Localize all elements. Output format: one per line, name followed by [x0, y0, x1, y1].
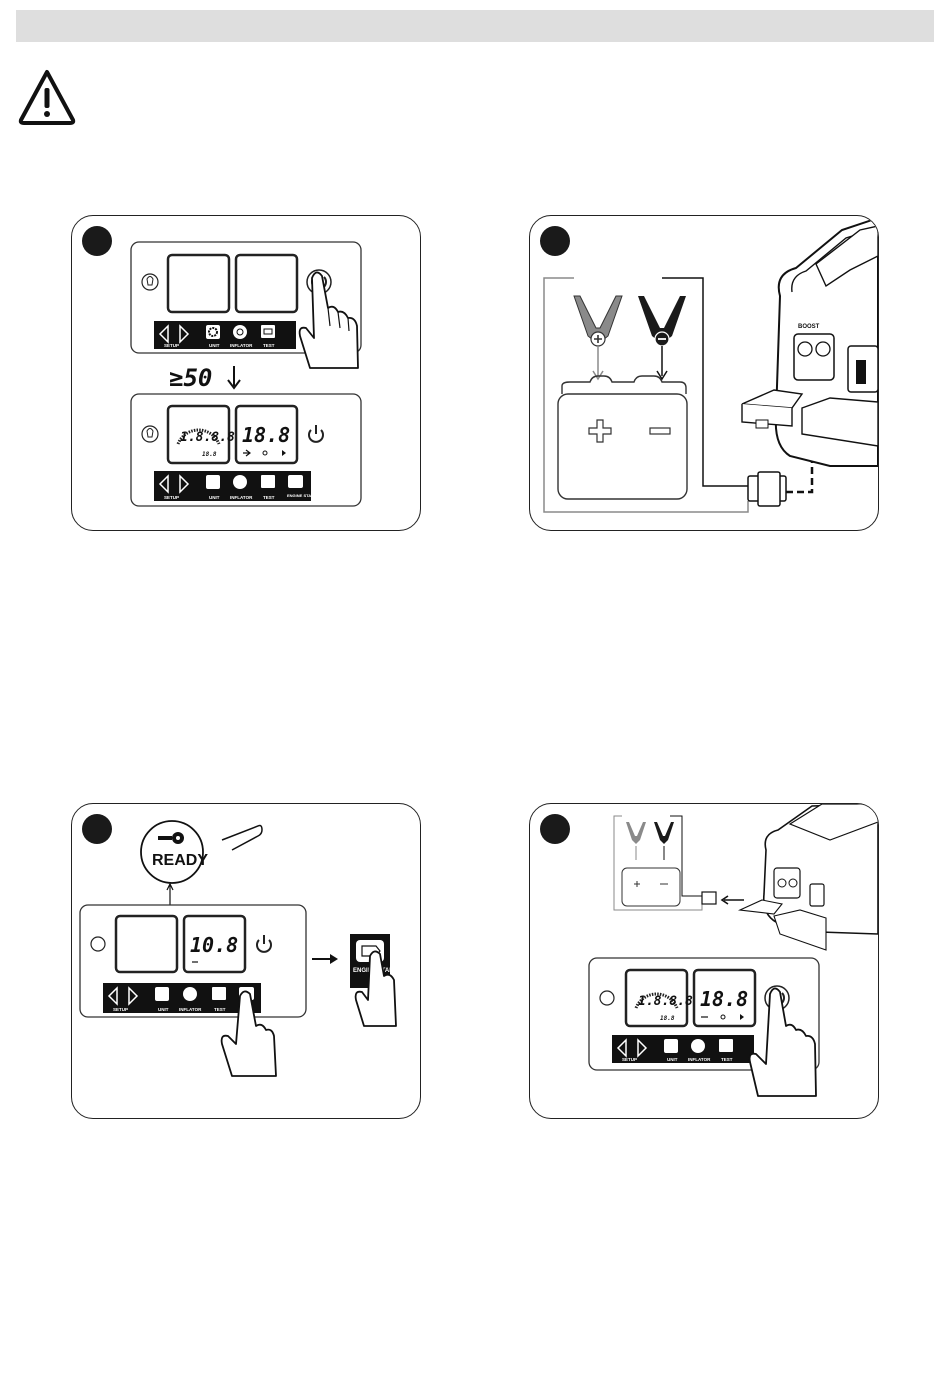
- setup-label: SETUP: [164, 495, 179, 500]
- test-label: TEST: [263, 343, 275, 348]
- right-arrow-icon: [312, 954, 338, 964]
- step-2-panel: BOOST: [529, 215, 879, 531]
- inflator-label: INFLATOR: [230, 495, 253, 500]
- gear-icon: [664, 1039, 678, 1053]
- clamp-negative-icon: [638, 296, 686, 379]
- gear-icon: [206, 325, 220, 339]
- setup-label: SETUP: [622, 1057, 637, 1062]
- battery-test-icon: [261, 475, 275, 488]
- setup-label: SETUP: [113, 1007, 128, 1012]
- voltage-display: 10.8: [190, 933, 238, 957]
- big-voltage: 18.8: [700, 987, 748, 1011]
- clamp-negative-icon: [654, 822, 674, 860]
- unit-label: UNIT: [209, 343, 220, 348]
- clamp-positive-icon: [626, 822, 646, 860]
- ring-voltage: 1.8.8.8: [180, 430, 235, 445]
- ec5-connector: [702, 892, 716, 904]
- big-voltage: 18.8: [242, 423, 290, 447]
- inflator-icon: [183, 987, 197, 1001]
- ready-label: READY: [152, 852, 208, 869]
- battery-icon: [622, 868, 680, 906]
- threshold-text: ≥50: [169, 364, 212, 392]
- unit-label: UNIT: [158, 1007, 169, 1012]
- gear-icon: [155, 987, 169, 1001]
- battery-icon: [558, 376, 687, 499]
- boost-port-label: BOOST: [798, 324, 820, 330]
- step-4-panel: 1.8.8.8 18.8 18.8 SETUP UNIT INFLATOR TE…: [529, 803, 879, 1119]
- jump-starter-device: [740, 804, 878, 950]
- jump-starter-device: BOOST: [742, 218, 878, 466]
- left-arrow-icon: [722, 896, 744, 904]
- battery-test-icon: [719, 1039, 733, 1052]
- step-1-panel: SETUP UNIT INFLATOR TEST ≥50: [71, 215, 421, 531]
- battery-test-icon: [212, 987, 226, 1000]
- gear-icon: [206, 475, 220, 489]
- ring-voltage: 1.8.8.8: [638, 994, 693, 1009]
- control-panel: 10.8 SETUP UNIT INFLATOR TEST: [80, 905, 306, 1017]
- engine-icon: [288, 475, 303, 488]
- inflator-icon: [691, 1039, 705, 1053]
- unit-label: UNIT: [667, 1057, 678, 1062]
- inflator-label: INFLATOR: [230, 343, 253, 348]
- control-panel-on: 1.8.8.8 18.8 18.8 SETUP UNIT INFLATOR TE…: [131, 394, 361, 506]
- warning-icon: [18, 68, 76, 126]
- inflator-label: INFLATOR: [688, 1057, 711, 1062]
- test-label: TEST: [214, 1007, 226, 1012]
- step-3-panel: READY 10.8 SETUP UNIT INFLATO: [71, 803, 421, 1119]
- header-bar: [16, 10, 934, 42]
- battery-test-icon: [261, 325, 275, 338]
- engine-start-label: ENGINE START: [287, 493, 317, 498]
- test-label: TEST: [263, 495, 275, 500]
- inflator-icon: [233, 475, 247, 489]
- down-arrow-icon: [228, 366, 240, 388]
- inflator-label: INFLATOR: [179, 1007, 202, 1012]
- clamp-positive-icon: [574, 296, 622, 379]
- test-label: TEST: [721, 1057, 733, 1062]
- ec5-connector: [748, 472, 786, 506]
- small-voltage: 18.8: [660, 1015, 675, 1022]
- small-voltage: 18.8: [202, 451, 217, 458]
- unit-label: UNIT: [209, 495, 220, 500]
- inflator-icon: [233, 325, 247, 339]
- setup-label: SETUP: [164, 343, 179, 348]
